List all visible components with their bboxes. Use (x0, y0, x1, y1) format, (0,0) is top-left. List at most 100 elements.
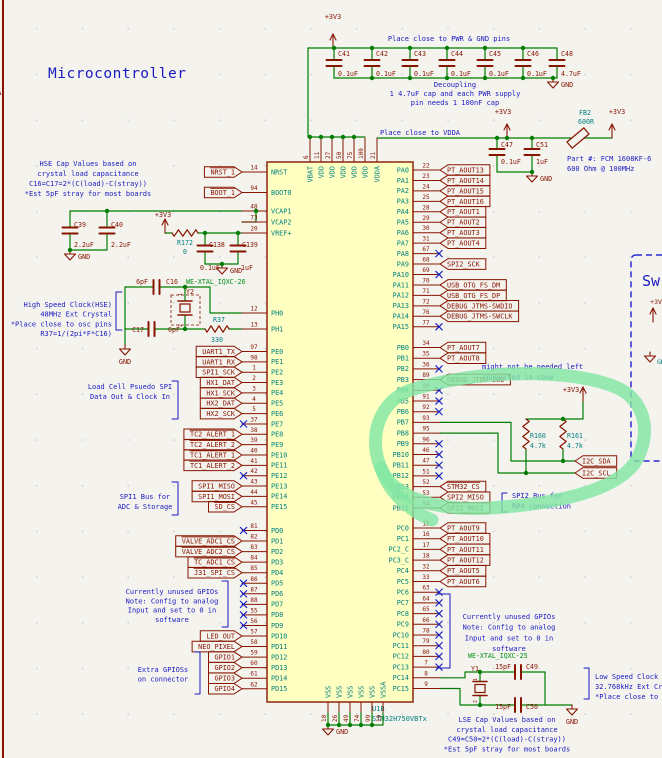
global-label-TC1_ALERT_2[interactable]: TC1_ALERT_2 (183, 459, 243, 472)
global-label-PT_AOUT2[interactable]: PT_AOUT2 (439, 216, 487, 229)
global-label-PT_AOUT11[interactable]: PT_AOUT11 (439, 543, 491, 556)
global-label-HX2_DAT[interactable]: HX2_DAT (199, 397, 243, 410)
global-label-LED_OUT[interactable]: LED_OUT (199, 630, 243, 642)
global-label-PT_AOUT13[interactable]: PT_AOUT13 (439, 164, 491, 176)
global-label-SPI1_MISO[interactable]: SPI1_MISO (191, 480, 243, 492)
global-label-PT_AOUT3[interactable]: PT_AOUT3 (439, 226, 487, 239)
global-label-PT_AOUT14[interactable]: PT_AOUT14 (439, 174, 491, 187)
global-label-GPIO2[interactable]: GPIO2 (208, 661, 243, 674)
global-label-USB_OTG_FS_DP[interactable]: USB_OTG_FS_DP (439, 289, 507, 302)
global-label-SD_CS[interactable]: SD_CS (208, 500, 243, 513)
ground-symbol[interactable]: GND (63, 249, 91, 261)
power-flag-+3V3[interactable]: +3V3 (563, 386, 587, 402)
power-flag-+3V3[interactable]: +3V3 (155, 211, 171, 234)
global-label-DEBUG_JTMS-SWDIO[interactable]: DEBUG_JTMS-SWDIO (439, 300, 520, 312)
global-label-J31_SPI_CS[interactable]: J31_SPI_CS (187, 566, 243, 579)
global-label-PT_AOUT7[interactable]: PT_AOUT7 (439, 341, 487, 354)
global-label-PT_AOUT1[interactable]: PT_AOUT1 (439, 206, 487, 218)
global-label-NEO_PIXEL[interactable]: NEO_PIXEL (191, 640, 243, 653)
global-label-HX1_DAT[interactable]: HX1_DAT (199, 376, 243, 389)
global-label-GPIO1[interactable]: GPIO1 (208, 651, 243, 663)
global-label-DEBUG_JTMS-SWCLK[interactable]: DEBUG_JTMS-SWCLK (439, 310, 520, 323)
global-label-STM32_CS[interactable]: STM32_CS (439, 480, 487, 493)
global-label-TC1_ALERT_1[interactable]: TC1_ALERT_1 (183, 449, 243, 461)
global-label-GPIO4[interactable]: GPIO4 (208, 682, 243, 695)
global-label-SPI1_SCK[interactable]: SPI1_SCK (195, 366, 243, 378)
global-label-PT_AOUT5[interactable]: PT_AOUT5 (439, 565, 487, 577)
global-label-UART1_TX[interactable]: UART1_TX (195, 345, 243, 358)
global-label-PT_AOUT10[interactable]: PT_AOUT10 (439, 532, 491, 545)
global-label-HX2_SCK[interactable]: HX2_SCK (199, 407, 243, 420)
